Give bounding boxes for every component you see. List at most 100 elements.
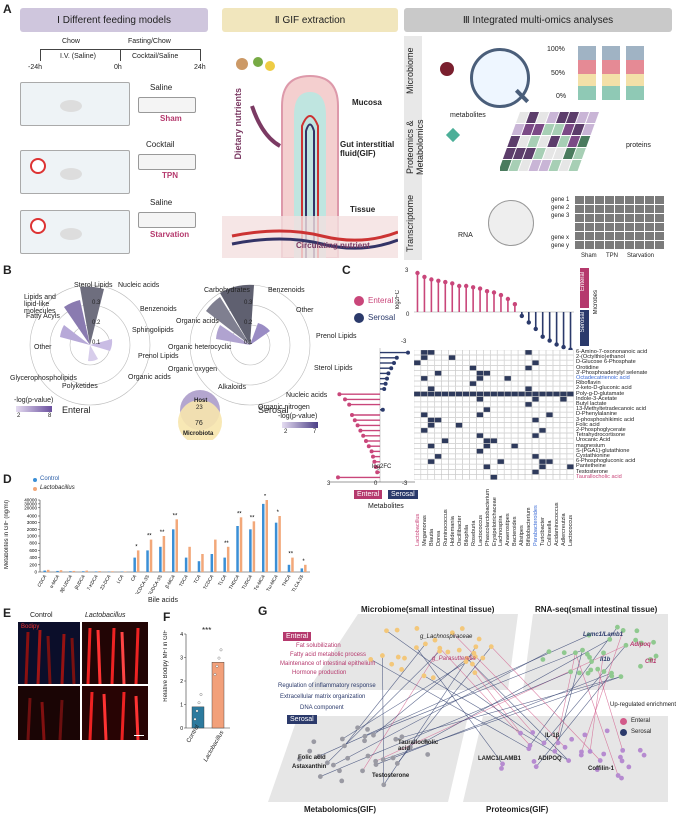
- corr-cell: [566, 474, 574, 480]
- gene-cell: [585, 223, 594, 231]
- corr-cell: [490, 459, 498, 465]
- corr-cell: [462, 370, 470, 376]
- heat-cell: [571, 124, 585, 135]
- g-term-4: Hormone production: [292, 670, 347, 676]
- multiomics-header: Ⅲ Integrated multi-omics analyses: [404, 8, 672, 32]
- f-significance: ***: [202, 626, 212, 635]
- x-tick-label: THDCA: [228, 573, 241, 590]
- g-legend-serosal: Serosal: [631, 729, 652, 735]
- microbe-label: Phascolarctobacterium: [484, 489, 491, 546]
- corr-cell: [476, 438, 484, 444]
- x-tick-label: α-MCA: [49, 573, 61, 589]
- corr-cell: [559, 433, 567, 439]
- microbe-label: Alistipes: [519, 525, 526, 546]
- network-node: [619, 775, 624, 781]
- corr-cell: [511, 438, 519, 444]
- lollipop-head: [422, 274, 427, 280]
- corr-cell: [518, 438, 526, 444]
- corr-cell: [483, 422, 491, 428]
- corr-cell: [414, 401, 421, 407]
- heat-cell: [525, 112, 539, 123]
- network-node: [414, 645, 419, 650]
- corr-cell: [525, 433, 533, 439]
- lollipop-head: [383, 381, 388, 386]
- y-tick-label: 0: [34, 570, 37, 575]
- network-node: [430, 675, 436, 681]
- node-cfl1: Cfl1: [645, 659, 657, 665]
- corr-cell: [490, 427, 498, 433]
- corr-cell: [552, 469, 560, 475]
- network-node: [546, 649, 552, 655]
- corr-cell: [427, 407, 435, 413]
- lollipop-head: [540, 334, 545, 339]
- corr-cell: [552, 448, 560, 454]
- network-node: [365, 753, 371, 759]
- corr-cell: [497, 448, 505, 454]
- network-node: [618, 754, 623, 760]
- corr-cell: [532, 365, 539, 371]
- corr-cell: [566, 355, 574, 361]
- corr-cell: [462, 459, 470, 465]
- microbe-label: Megamonas: [421, 515, 428, 546]
- network-node: [530, 730, 536, 735]
- g-serosal-badge: Serosal: [287, 715, 317, 724]
- lollipop-head: [366, 444, 371, 449]
- bar-lacto: [72, 570, 76, 572]
- corr-cell: [427, 350, 435, 355]
- network-edge: [386, 630, 545, 744]
- corr-cell: [483, 396, 491, 402]
- network-node: [587, 749, 593, 754]
- corr-cell: [559, 350, 567, 355]
- corr-cell: [525, 350, 533, 355]
- corr-cell: [511, 355, 519, 361]
- serosal-title: Serosal: [258, 405, 289, 415]
- corr-cell: [559, 360, 567, 366]
- lollipop-head: [380, 407, 385, 412]
- corr-cell: [483, 453, 491, 459]
- network-node: [604, 728, 610, 734]
- gene-cell: [625, 241, 634, 249]
- side-axis-0: 0: [374, 481, 378, 487]
- corr-cell: [469, 438, 477, 444]
- corr-cell: [497, 381, 505, 387]
- lollipop-head: [436, 278, 441, 283]
- lollipop-head: [382, 387, 387, 391]
- corr-cell: [441, 433, 449, 439]
- corr-cell: [441, 370, 449, 376]
- bar-control: [82, 571, 85, 572]
- bar-control: [43, 570, 46, 572]
- corr-cell: [448, 350, 456, 355]
- top-axis-neg3: -3: [401, 339, 407, 345]
- corr-cell: [490, 365, 498, 371]
- corr-cell: [414, 365, 421, 371]
- corr-cell: [511, 464, 519, 470]
- corr-cell: [566, 391, 574, 397]
- corr-cell: [497, 370, 505, 376]
- corr-cell: [441, 469, 449, 475]
- network-edge: [362, 647, 441, 772]
- g-prot-title: Proteomics(GIF): [486, 805, 549, 814]
- corr-cell: [490, 370, 498, 376]
- network-node: [488, 644, 494, 650]
- gene-cell: [625, 205, 634, 213]
- lollipop-head: [352, 418, 357, 423]
- corr-cell: [504, 381, 512, 387]
- corr-cell: [525, 381, 533, 387]
- microbe-label: Anaerostipes: [505, 513, 512, 546]
- corr-cell: [476, 422, 484, 428]
- corr-cell: [559, 469, 567, 475]
- metabolite-label: Tetrahydrocortisone: [576, 432, 626, 439]
- gene-cell: [625, 214, 634, 222]
- corr-cell: [476, 464, 484, 470]
- serosal-side-label: Serosal: [580, 312, 586, 333]
- corr-cell: [552, 443, 560, 449]
- lollipop-head: [358, 428, 363, 433]
- bar-control: [274, 522, 278, 572]
- top-log2fc: log2FC: [395, 290, 401, 310]
- enteral-scale-min: 2: [17, 413, 21, 419]
- f-point: [199, 693, 203, 696]
- legend-enteral-dot: [354, 296, 364, 306]
- network-node: [307, 748, 313, 754]
- lollipop-head: [429, 277, 434, 282]
- pump-icon: [138, 97, 196, 113]
